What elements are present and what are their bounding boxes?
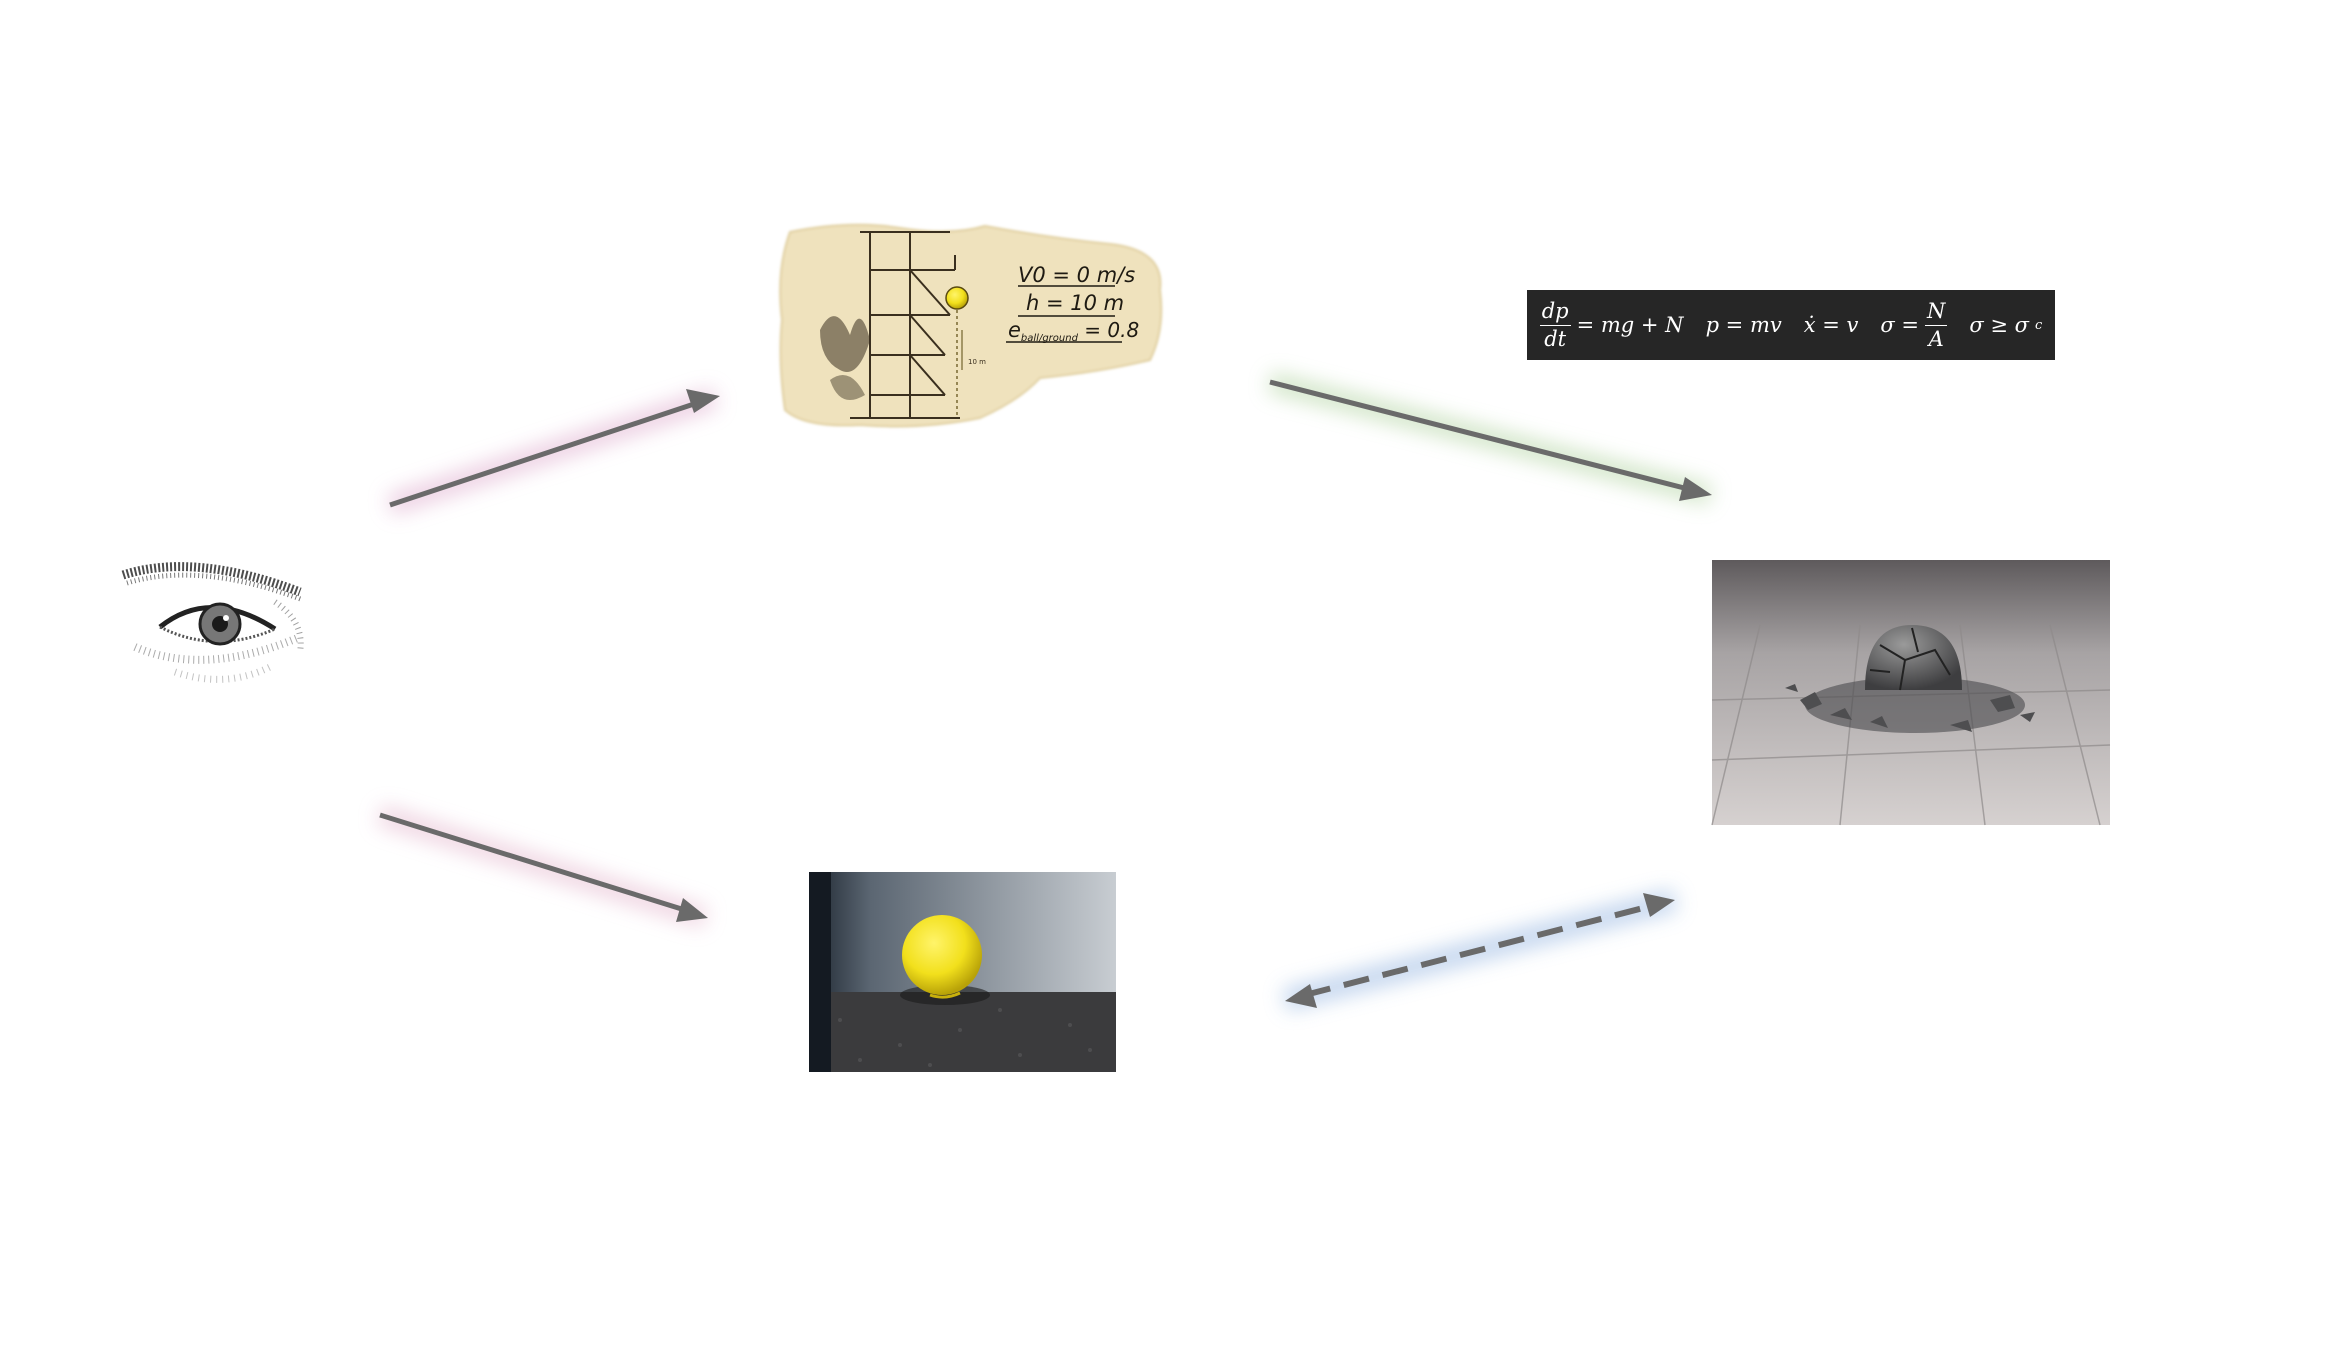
arrow-observer-to-sketch [389,389,720,508]
yellow-ball-photo [809,872,1116,1072]
sketch-dim-label: 10 m [968,358,986,366]
eq-velocity-def-text: ẋ = v [1803,313,1859,337]
eq-frac-dp-dt: dp dt [1539,300,1571,351]
sketch-label-v0: V0 = 0 m/s [1018,263,1135,287]
eq-momentum-rest: = mg + N [1576,313,1684,337]
eq-failure-text: σ ≥ σ [1969,313,2029,337]
sketch-label-e: e [1008,318,1021,342]
parchment [779,223,1163,428]
svg-text:eball/ground = 0.8: eball/ground = 0.8 [1008,318,1139,344]
eq-frac-n-a: N A [1925,300,1948,351]
shattered-ball-photo [1711,560,2111,826]
eq-frac-a: A [1928,326,1944,351]
eq-stress-prefix: σ = [1880,313,1919,337]
sketch-label-h: h = 10 m [1026,291,1124,315]
eq-momentum-def-text: p = mv [1705,313,1782,337]
eq-failure-criterion: σ ≥ σ c [1969,313,2042,337]
eq-frac-den: dt [1544,326,1567,351]
eye-icon [105,552,325,702]
eq-velocity-def: ẋ = v [1804,313,1859,337]
arrow-yellow-shattered-dashed [1285,893,1675,1008]
eq-stress-def: σ = N A [1880,300,1948,351]
eq-momentum-def: p = mv [1706,313,1782,337]
sketch-label-e-sub: ball/ground [1021,333,1079,344]
edge-arrows [379,379,1712,1008]
equations-box: dp dt = mg + N p = mv ẋ = v σ = N A σ ≥ … [1527,290,2055,360]
eq-frac-n: N [1925,300,1948,326]
eq-frac-num: dp [1539,300,1571,326]
sketch-ball [945,286,969,310]
eq-failure-sub: c [2035,317,2043,333]
arrow-sketch-to-shattered [1269,379,1712,501]
eq-momentum-balance: dp dt = mg + N [1539,300,1684,351]
arrow-observer-to-yellow [379,812,708,922]
tower-sketch-icon: 10 m V0 = 0 m/s h = 10 m eball/ground = … [779,223,1163,428]
sketch-label-e-val: = 0.8 [1078,318,1139,342]
